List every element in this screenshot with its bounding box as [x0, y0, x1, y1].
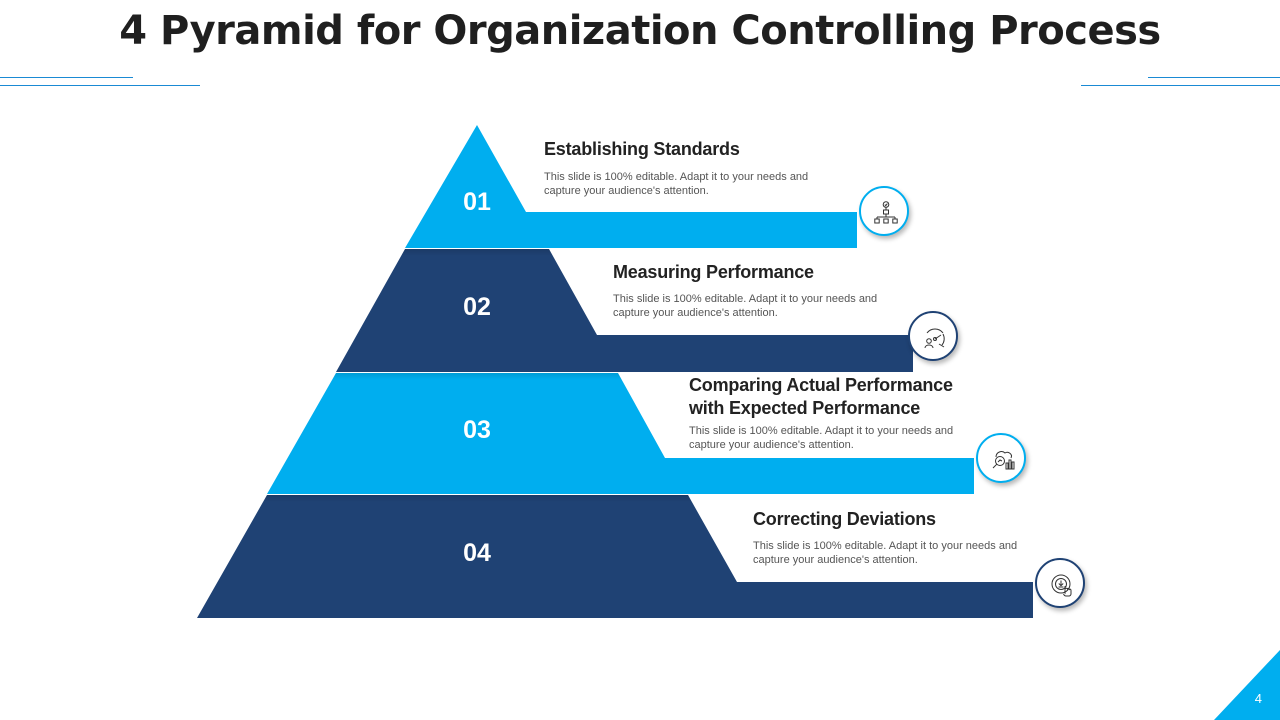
- step-1-icon-circle: [859, 186, 909, 236]
- page-title: 4 Pyramid for Organization Controlling P…: [119, 8, 1161, 54]
- step-4-description: This slide is 100% editable. Adapt it to…: [753, 540, 1018, 566]
- step-4-title: Correcting Deviations: [753, 509, 936, 529]
- step-3-title-line-1: Comparing Actual Performance: [689, 375, 953, 395]
- step-number-2: 02: [463, 293, 491, 321]
- title-rule-left-top: [0, 77, 133, 78]
- step-1-title: Establishing Standards: [544, 139, 740, 159]
- title-rule-left-bottom: [0, 85, 200, 86]
- step-number-3: 03: [463, 416, 491, 444]
- step-2-title: Measuring Performance: [613, 262, 814, 282]
- corner-accent: [1214, 650, 1280, 720]
- step-number-1: 01: [463, 188, 491, 216]
- touch-download-icon: [1051, 574, 1072, 597]
- step-2-icon-circle: [908, 311, 958, 361]
- level-4-shade: [263, 495, 692, 502]
- pyramid-level-4: [197, 495, 1033, 618]
- pyramid-level-2: [336, 249, 913, 372]
- analytics-search-icon: [992, 451, 1015, 470]
- title-rule-right-bottom: [1081, 85, 1280, 86]
- step-3-title-line-2: with Expected Performance: [689, 398, 921, 418]
- org-chart-icon: [874, 201, 898, 224]
- step-3-description: This slide is 100% editable. Adapt it to…: [689, 425, 954, 451]
- pyramid-level-3: [267, 373, 974, 494]
- level-3-shade: [332, 373, 622, 380]
- step-number-4: 04: [463, 539, 491, 567]
- step-4-icon-circle: [1035, 558, 1085, 608]
- level-2-shade: [401, 249, 553, 256]
- performance-gauge-icon: [924, 328, 945, 349]
- page-number: 4: [1254, 691, 1262, 706]
- step-3-icon-circle: [976, 433, 1026, 483]
- title-rule-right-top: [1148, 77, 1280, 78]
- step-1-description: This slide is 100% editable. Adapt it to…: [544, 171, 809, 197]
- pyramid-level-1: [405, 125, 857, 248]
- step-2-description: This slide is 100% editable. Adapt it to…: [613, 293, 878, 319]
